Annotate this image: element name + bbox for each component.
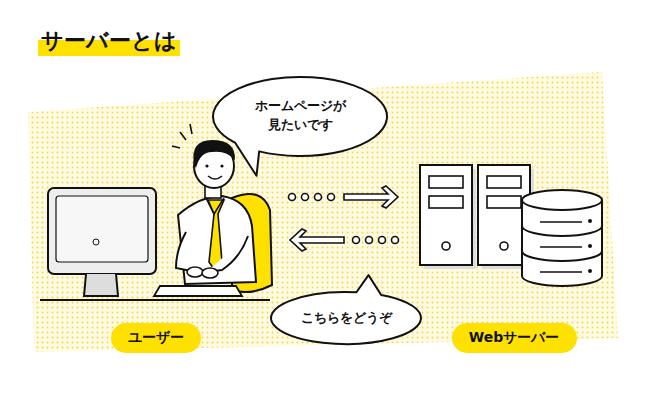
response-arrow-part bbox=[290, 229, 344, 251]
speech-text: ホームページが 見たいです bbox=[246, 97, 354, 135]
label-pill: ユーザー bbox=[111, 323, 201, 353]
request-arrow-part bbox=[315, 194, 322, 201]
dotted-ground-part bbox=[28, 72, 618, 352]
person-part bbox=[206, 236, 248, 272]
server-tower-part bbox=[487, 176, 521, 188]
monitor-part bbox=[48, 188, 156, 274]
server-tower-part bbox=[442, 242, 450, 250]
server-tower-part bbox=[487, 196, 521, 208]
database-part bbox=[588, 219, 592, 223]
response-arrow bbox=[290, 229, 399, 251]
database-part bbox=[588, 244, 592, 248]
monitor-part bbox=[93, 239, 99, 245]
database bbox=[522, 190, 602, 286]
request-arrow-part bbox=[344, 186, 398, 208]
desk bbox=[40, 286, 270, 300]
database-part bbox=[540, 271, 582, 272]
dotted-ground-part bbox=[28, 72, 618, 352]
response-arrow-part bbox=[392, 237, 399, 244]
server-tower-part bbox=[500, 242, 508, 250]
person-part bbox=[206, 198, 224, 214]
monitor bbox=[48, 188, 156, 296]
label-pill: Webサーバー bbox=[452, 323, 577, 353]
database-part bbox=[540, 221, 582, 222]
dotted-ground bbox=[28, 72, 618, 352]
person-part bbox=[187, 267, 203, 277]
speech-text: こちらをどうぞ bbox=[301, 309, 392, 328]
desk-part bbox=[40, 299, 270, 301]
database-part bbox=[522, 226, 602, 236]
person-part bbox=[220, 164, 223, 167]
person-part bbox=[208, 176, 222, 179]
label-text: Webサーバー bbox=[469, 329, 559, 347]
person-part bbox=[202, 268, 218, 278]
response-arrow-part bbox=[353, 237, 360, 244]
request-arrow-part bbox=[302, 194, 309, 201]
person-part bbox=[193, 140, 235, 168]
person-part bbox=[176, 232, 196, 272]
speech-bubble: こちらをどうぞ bbox=[270, 291, 422, 345]
title: サーバーとは bbox=[38, 26, 180, 56]
person-part bbox=[172, 124, 192, 148]
server-tower-part bbox=[429, 176, 463, 188]
database-part bbox=[522, 200, 602, 286]
person-part bbox=[178, 196, 256, 284]
speech-bubble: ホームページが 見たいです bbox=[212, 76, 388, 157]
request-arrow-part bbox=[289, 194, 296, 201]
database-part bbox=[588, 269, 592, 273]
person-part bbox=[205, 164, 208, 167]
request-arrow bbox=[289, 186, 399, 208]
database-part bbox=[540, 246, 582, 247]
bubble-shape bbox=[271, 275, 421, 344]
server-tower bbox=[420, 165, 476, 269]
monitor-part bbox=[56, 196, 148, 262]
monitor-part bbox=[84, 274, 118, 296]
database-part bbox=[522, 190, 602, 210]
server-tower-part bbox=[420, 165, 472, 265]
database-part bbox=[522, 251, 602, 261]
label-text: ユーザー bbox=[128, 329, 184, 347]
bubble-shape bbox=[213, 77, 387, 176]
bubble-outline bbox=[212, 76, 388, 157]
response-arrow-part bbox=[366, 237, 373, 244]
desk-part bbox=[154, 286, 242, 296]
server-tower-part bbox=[429, 196, 463, 208]
request-arrow-part bbox=[328, 194, 335, 201]
response-arrow-part bbox=[379, 237, 386, 244]
